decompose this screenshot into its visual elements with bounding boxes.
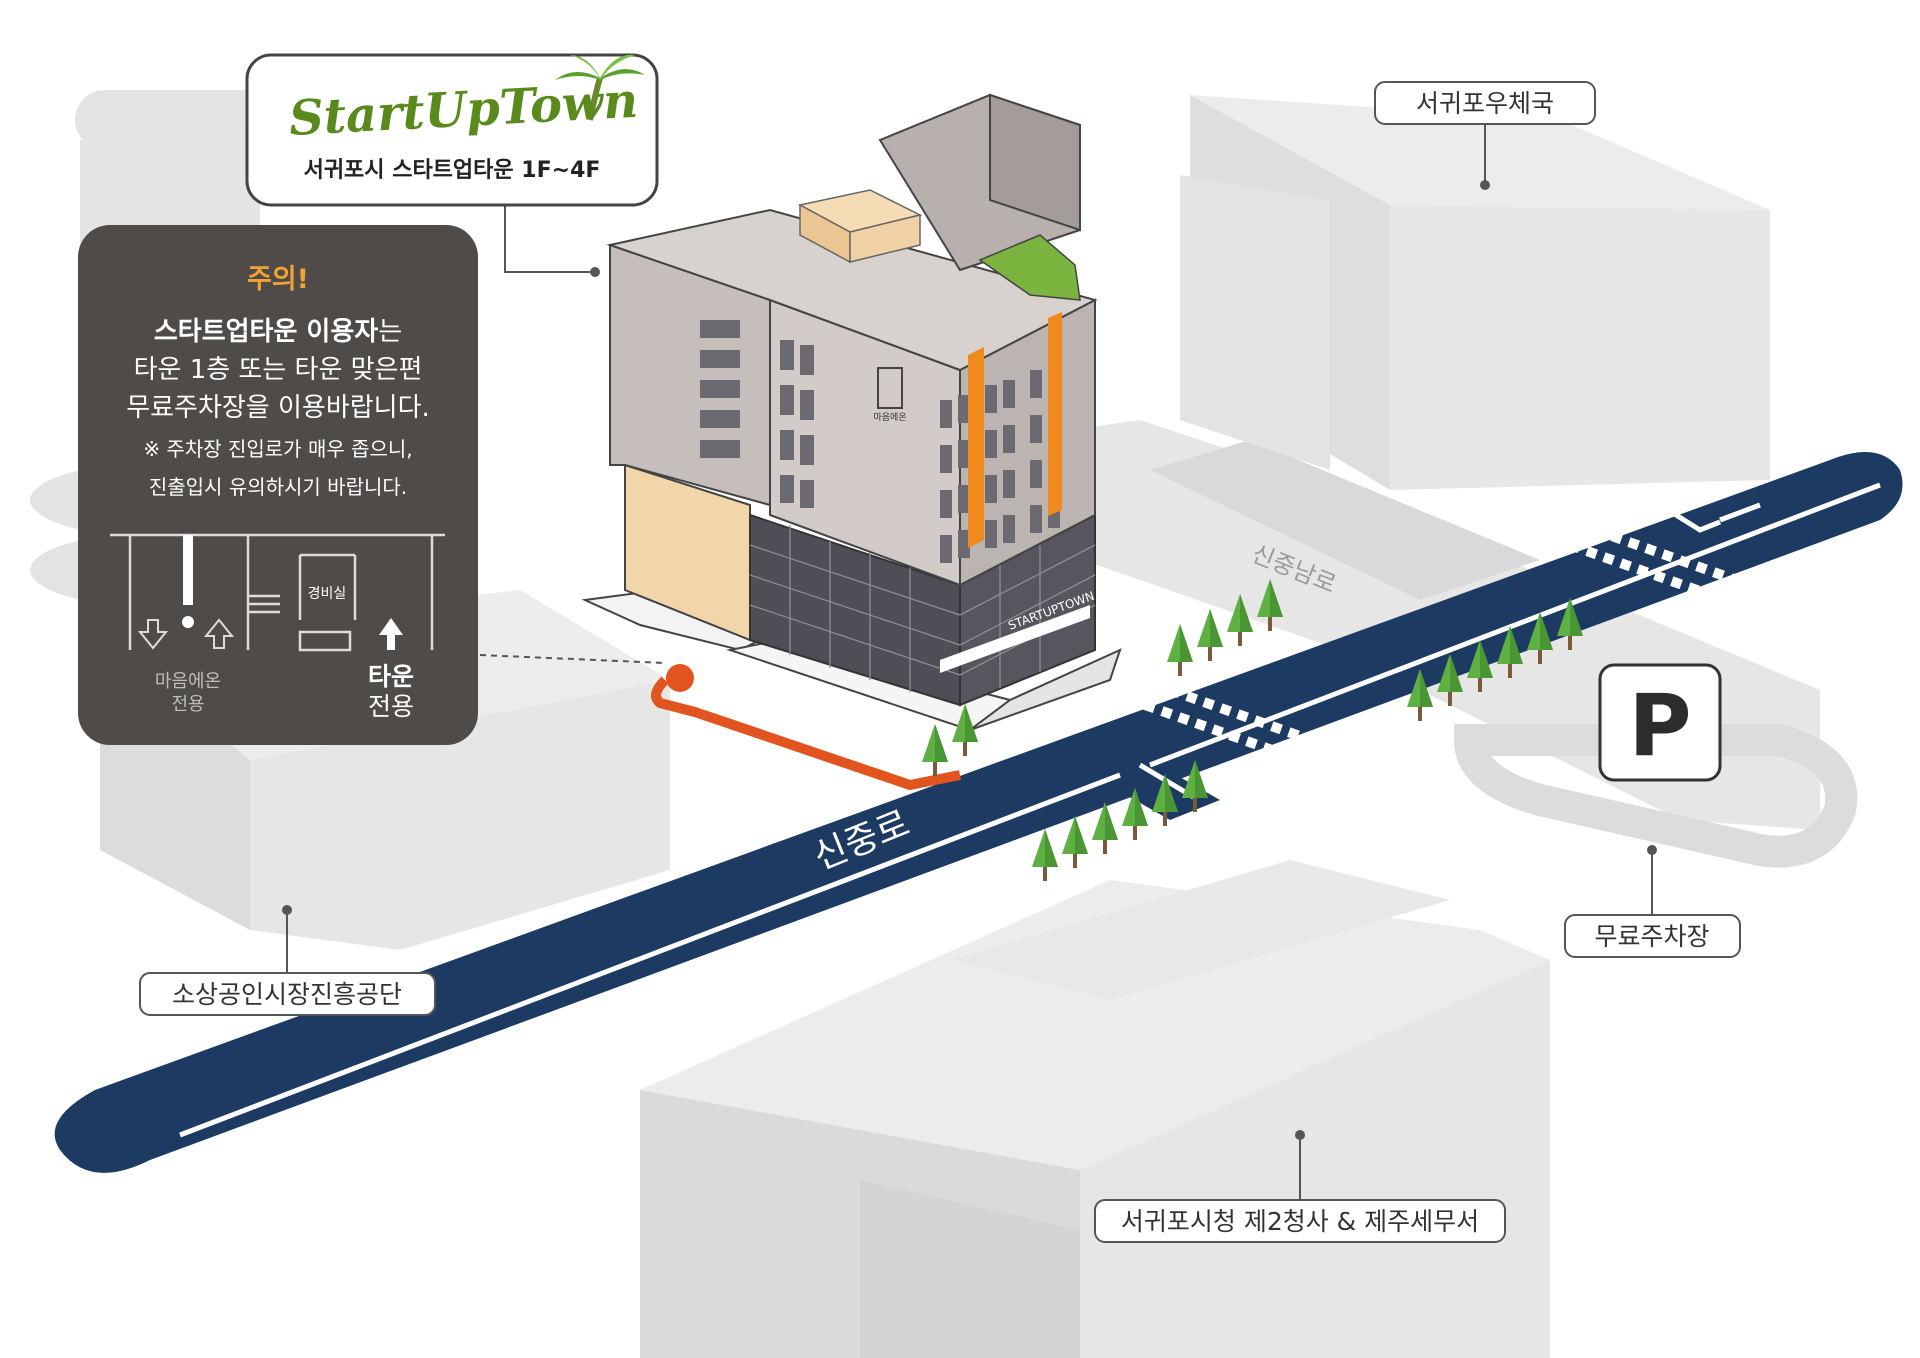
parking-sign[interactable]: P <box>1598 663 1722 782</box>
road-center-line-2 <box>1149 482 1881 768</box>
palm-tree-icon <box>555 54 645 121</box>
right-lane-label-2: 전용 <box>368 692 414 721</box>
entrance-leader <box>479 654 666 664</box>
notice-line-1: 스타트업타운 이용자는 <box>154 317 402 347</box>
tag-small-business[interactable]: 소상공인시장진흥공단 <box>139 972 436 1016</box>
tree-icon <box>1197 609 1223 661</box>
svg-text:서귀포시청 제2청사 & 제주세무서: 서귀포시청 제2청사 & 제주세무서 <box>1121 1207 1479 1236</box>
notice-note-1: ※ 주차장 진입로가 매우 좁으니, <box>143 437 412 461</box>
right-lane-label-1: 타운 <box>368 662 414 691</box>
notice-note-2: 진출입시 유의하시기 바랍니다. <box>149 475 407 499</box>
notice-title: 주의! <box>247 264 309 295</box>
parking-sign-letter: P <box>1628 676 1691 776</box>
orange-strip-1 <box>968 347 984 548</box>
tree-icon <box>1437 654 1463 706</box>
tree-icon <box>1257 579 1283 631</box>
notice-box: 주의! 스타트업타운 이용자는 타운 1층 또는 타운 맞은편 무료주차장을 이… <box>78 225 478 745</box>
vertical-sign-box <box>877 367 903 409</box>
logo-box: StartUpTown 서귀포시 스타트업타운 1F~4F <box>245 53 659 207</box>
arrow-down-icon <box>137 619 169 650</box>
block-post-office <box>1180 95 1770 490</box>
tree-icon <box>1227 594 1253 646</box>
entrance-diagram <box>110 533 445 652</box>
tree-icon <box>952 704 978 756</box>
tree-icon <box>1032 829 1058 881</box>
tree-icon <box>1182 760 1208 812</box>
tree-icon <box>1092 802 1118 854</box>
block-city-hall <box>640 860 1550 1358</box>
tree-icon <box>1152 774 1178 826</box>
tag-free-parking[interactable]: 무료주차장 <box>1564 914 1741 958</box>
left-lane-label-2: 전용 <box>171 694 204 715</box>
arrow-up-icon <box>203 618 235 649</box>
trees <box>922 579 1583 881</box>
tree-icon <box>1407 669 1433 721</box>
tree-icon <box>1527 612 1553 664</box>
notice-line-3: 무료주차장을 이용바랍니다. <box>126 393 430 423</box>
route-start <box>666 664 694 692</box>
vertical-sign: 마음에온 <box>873 412 906 423</box>
tree-icon <box>922 724 948 776</box>
crosswalk-stripes-2 <box>1568 525 1752 605</box>
tag-post-office[interactable]: 서귀포우체국 <box>1374 81 1596 125</box>
crosswalk-stripes-1 <box>1143 685 1327 765</box>
tag-city-hall[interactable]: 서귀포시청 제2청사 & 제주세무서 <box>1094 1199 1506 1243</box>
divider-dot <box>182 616 194 628</box>
divider-bar <box>183 535 193 605</box>
notice-line-2: 타운 1층 또는 타운 맞은편 <box>134 355 423 385</box>
tree-icon <box>1467 640 1493 692</box>
tree-icon <box>1557 598 1583 650</box>
side-road-band <box>1150 440 1540 600</box>
parking-loop <box>1453 724 1858 868</box>
tree-icon <box>1122 788 1148 840</box>
svg-text:소상공인시장진흥공단: 소상공인시장진흥공단 <box>172 980 402 1009</box>
tree-icon <box>1497 626 1523 678</box>
parking-route <box>651 676 961 790</box>
arrow-up-bold-icon <box>379 618 403 650</box>
tag-leaders <box>282 120 1657 1205</box>
guard-room-label: 경비실 <box>308 586 347 602</box>
road-center-line <box>179 772 1121 1138</box>
left-lane-label-1: 마음에온 <box>155 671 221 692</box>
tree-icon <box>1167 624 1193 676</box>
tree-icon <box>1062 816 1088 868</box>
svg-text:무료주차장: 무료주차장 <box>1594 922 1709 951</box>
logo-subtitle: 서귀포시 스타트업타운 1F~4F <box>304 158 601 183</box>
startuptown-building: STARTUPTOWN <box>581 93 1122 732</box>
orange-strip-2 <box>1048 312 1062 516</box>
svg-text:서귀포우체국: 서귀포우체국 <box>1416 89 1554 118</box>
